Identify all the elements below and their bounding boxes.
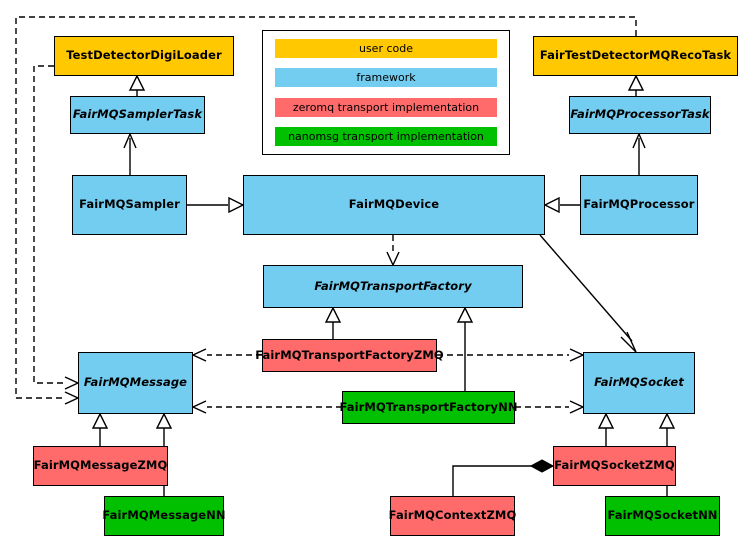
class-box-fairmqdevice[interactable]: FairMQDevice (243, 175, 545, 235)
legend-item-framework: framework (275, 68, 497, 88)
class-box-fairmqsocket[interactable]: FairMQSocket (583, 352, 695, 414)
edge-generalization-messagezmq-message (91, 412, 109, 446)
edge-generalization-processor-device (543, 196, 580, 214)
class-box-fairmqsamplertask[interactable]: FairMQSamplerTask (70, 96, 205, 134)
class-box-fairmqtransportfactorynn[interactable]: FairMQTransportFactoryNN (339, 391, 517, 424)
class-box-testdetectordigiloader[interactable]: TestDetectorDigiLoader (54, 36, 234, 76)
edge-association-processor-processortask (632, 132, 646, 175)
edge-generalization-sampler-device (187, 196, 245, 214)
edge-generalization-samplertask-digiloader (128, 74, 146, 96)
legend-item-user-code: user code (275, 39, 497, 58)
edge-generalization-transportfactorynn-transportfactory (456, 306, 474, 391)
class-box-fairmqprocessortask[interactable]: FairMQProcessorTask (569, 96, 711, 134)
edge-association-sampler-samplertask (123, 132, 137, 175)
class-box-fairmqsocketzmq[interactable]: FairMQSocketZMQ (553, 446, 676, 486)
edge-composition-socketzmq-contextzmq (452, 459, 555, 496)
class-box-fairmqtransportfactory[interactable]: FairMQTransportFactory (263, 265, 523, 308)
class-box-fairmqmessage[interactable]: FairMQMessage (78, 352, 193, 414)
legend-item-nanomsg: nanomsg transport implementation (275, 126, 497, 146)
legend-panel: user code framework zeromq transport imp… (262, 30, 510, 155)
edge-dependency-device-transportfactory (386, 235, 400, 267)
class-box-fairtestdetectormqrecotask[interactable]: FairTestDetectorMQRecoTask (533, 36, 738, 76)
edge-generalization-processortask-recotask (627, 74, 645, 96)
edge-generalization-socketzmq-socket (597, 412, 615, 446)
edge-dependency-transportfactorynn-message (191, 400, 342, 414)
class-box-fairmqsocketnn[interactable]: FairMQSocketNN (605, 496, 720, 536)
class-box-fairmqmessagenn[interactable]: FairMQMessageNN (102, 496, 226, 536)
edge-dependency-transportfactoryzmq-message (191, 348, 262, 362)
edge-association-device-socket (539, 234, 637, 353)
class-box-fairmqmessagezmq[interactable]: FairMQMessageZMQ (33, 446, 168, 486)
class-box-fairmqtransportfactoryzmq[interactable]: FairMQTransportFactoryZMQ (255, 339, 444, 372)
legend-item-zeromq: zeromq transport implementation (275, 97, 497, 117)
edge-generalization-transportfactoryzmq-transportfactory (324, 306, 342, 339)
edge-dependency-transportfactorynn-socket (515, 400, 585, 414)
edge-dependency-transportfactoryzmq-socket (437, 348, 585, 362)
class-box-fairmqprocessor[interactable]: FairMQProcessor (580, 175, 698, 235)
class-box-fairmqcontextzmq[interactable]: FairMQContextZMQ (389, 496, 516, 536)
class-box-fairmqsampler[interactable]: FairMQSampler (72, 175, 187, 235)
